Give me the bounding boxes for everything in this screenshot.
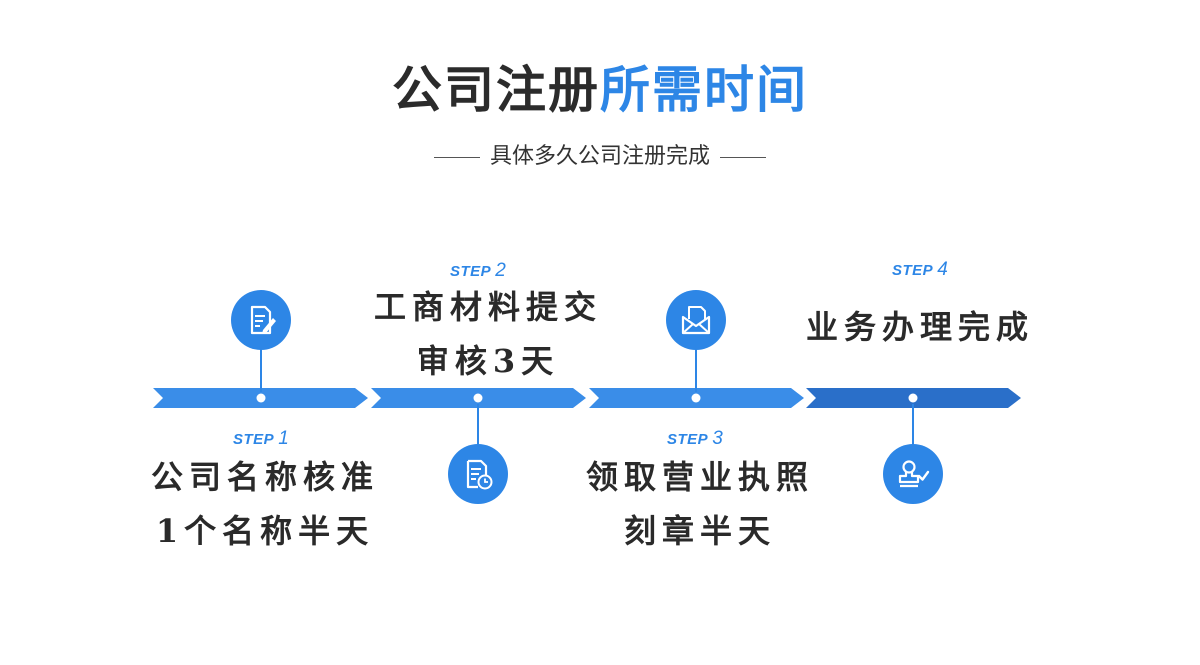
- subtitle-right-rule: [720, 156, 766, 158]
- stamp-check-icon: [898, 460, 930, 488]
- title-dark-part: 公司注册: [392, 61, 600, 119]
- step-4-icon-circle: [883, 444, 943, 504]
- subtitle-left-rule: [433, 156, 480, 158]
- document-clock-icon: [466, 459, 493, 490]
- connector-step-3: [695, 348, 697, 392]
- step-1-line-1: 公司名称核准: [150, 458, 379, 496]
- step-3-icon-circle: [666, 290, 726, 350]
- step-1-description: 公司名称核准 1个名称半天: [110, 450, 420, 558]
- timeline-node-2: [473, 393, 483, 403]
- page-title: 公司注册所需时间: [0, 50, 1200, 122]
- step-1-label: STEP 1: [233, 428, 290, 449]
- step-4-label: STEP 4: [892, 259, 949, 280]
- step-3-label: STEP 3: [667, 428, 724, 449]
- step-4-description: 业务办理完成: [770, 300, 1070, 354]
- step-2-description: 工商材料提交 审核3天: [333, 280, 643, 388]
- step-4-line-1: 业务办理完成: [805, 308, 1034, 346]
- step-1-line-2: 1个名称半天: [155, 512, 375, 550]
- connector-step-1: [260, 348, 262, 392]
- subtitle-text: 具体多久公司注册完成: [489, 144, 710, 169]
- step-3-line-2: 刻章半天: [623, 512, 776, 550]
- step-2-line-2: 审核3天: [416, 342, 560, 380]
- step-2-label: STEP 2: [450, 260, 507, 281]
- connector-step-2: [477, 404, 479, 446]
- timeline-node-3: [691, 393, 701, 403]
- title-blue-part: 所需时间: [600, 61, 808, 119]
- step-1-icon-circle: [231, 290, 291, 350]
- envelope-document-icon: [681, 306, 711, 335]
- step-3-line-1: 领取营业执照: [585, 458, 814, 496]
- timeline-node-4: [908, 393, 918, 403]
- step-2-icon-circle: [448, 444, 508, 504]
- timeline-node-1: [256, 393, 266, 403]
- step-2-line-1: 工商材料提交: [373, 288, 602, 326]
- connector-step-4: [912, 404, 914, 446]
- page-subtitle: 具体多久公司注册完成: [0, 138, 1200, 170]
- step-3-description: 领取营业执照 刻章半天: [545, 450, 855, 558]
- document-edit-icon: [250, 305, 276, 335]
